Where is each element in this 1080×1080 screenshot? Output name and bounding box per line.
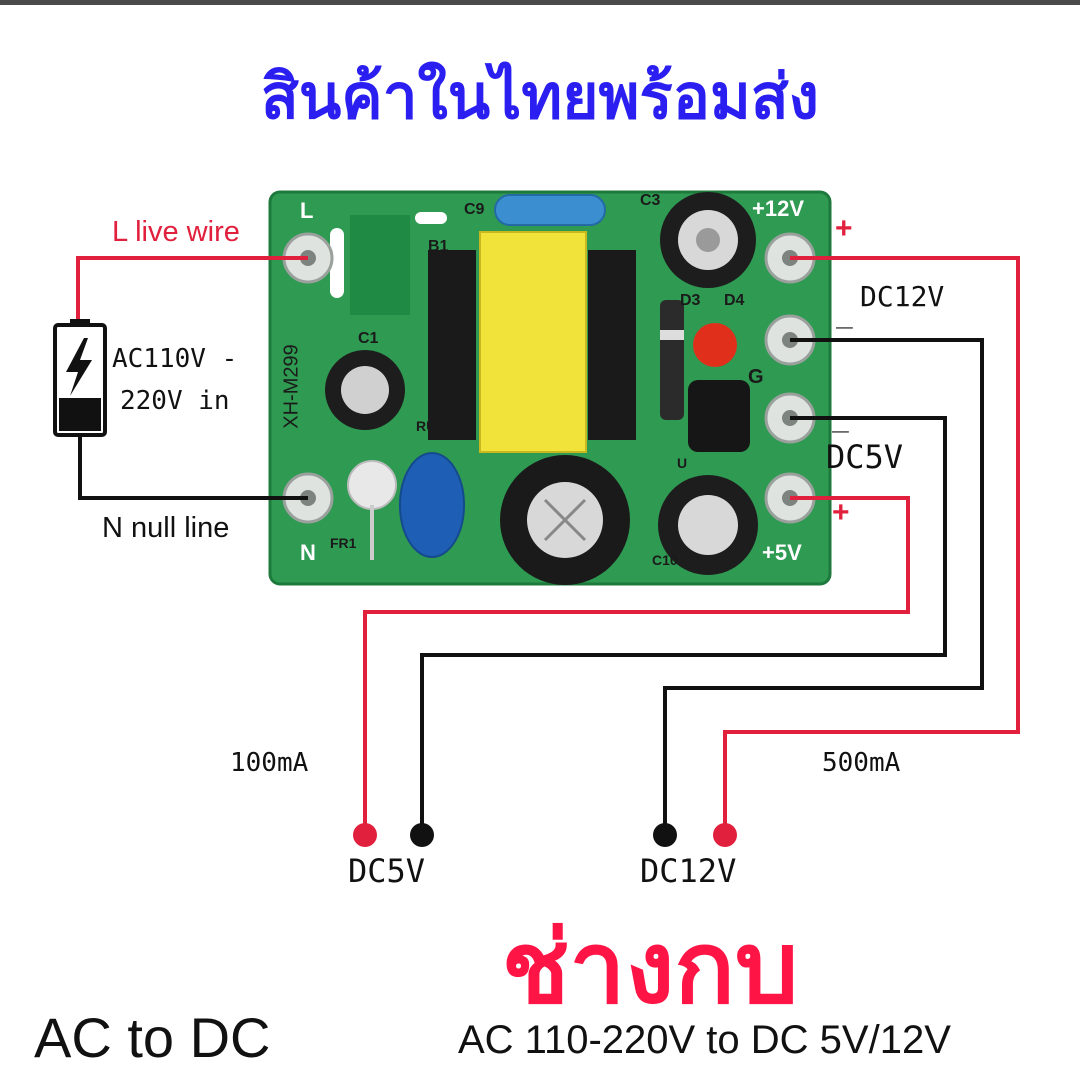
dc12v-terminal-label: DC12V	[860, 280, 945, 313]
silk-c9: C9	[464, 201, 485, 218]
plus-5v-sign: +	[832, 496, 850, 529]
top-border	[0, 0, 1080, 5]
footer-spec: AC 110-220V to DC 5V/12V	[458, 1018, 951, 1062]
current-500ma-label: 500mA	[822, 748, 901, 778]
silk-l: L	[300, 198, 314, 223]
silk-c10: C10	[652, 552, 678, 568]
x-capacitor	[399, 452, 465, 558]
wire-live-red	[76, 256, 308, 322]
wire-12v-plus-red	[723, 256, 1020, 835]
wire-12v-minus-black	[663, 338, 984, 835]
ac-input-label-line2: 220V in	[120, 386, 230, 416]
wire-5v-minus-black	[420, 416, 947, 835]
transformer	[479, 231, 587, 453]
pcb-slot	[415, 212, 447, 224]
output-dc5v-label: DC5V	[348, 852, 426, 890]
silk-model: XH-M299	[280, 344, 303, 429]
silk-c3: C3	[640, 192, 661, 209]
plus-12v-sign: +	[835, 212, 853, 245]
transformer-core-left	[428, 250, 476, 440]
led	[693, 323, 737, 367]
output-dc12v-label: DC12V	[640, 852, 737, 890]
diode	[660, 300, 684, 420]
silk-d4: D4	[724, 292, 745, 309]
silk-c1: C1	[358, 330, 379, 347]
silk-d3: D3	[680, 292, 701, 309]
dc5v-plus-dot	[353, 823, 377, 847]
regulator	[688, 380, 750, 452]
headline: สินค้าในไทยพร้อมส่ง	[261, 60, 819, 133]
dc12v-plus-dot	[713, 823, 737, 847]
c9-capacitor	[494, 194, 606, 226]
dc5v-minus-dot	[410, 823, 434, 847]
brand-name: ช่างกบ	[501, 909, 799, 1026]
silk-fr1: FR1	[330, 535, 357, 551]
transformer-core-right	[588, 250, 636, 440]
wire-null-black	[78, 435, 308, 500]
footer-ac-to-dc: AC to DC	[34, 1006, 271, 1069]
dc12v-minus-dot	[653, 823, 677, 847]
null-line-label: N null line	[102, 512, 230, 544]
ac-input-label-line1: AC110V -	[112, 344, 238, 374]
silk-n: N	[300, 540, 316, 565]
live-wire-label: L live wire	[112, 216, 240, 248]
fuse	[347, 460, 397, 510]
dc5v-terminal-label: DC5V	[826, 438, 904, 476]
silk-g: G	[748, 366, 764, 388]
minus-5v-sign: _	[832, 400, 849, 433]
silk-u: U	[677, 455, 688, 471]
pcb-copper-pad	[350, 215, 410, 315]
minus-12v-sign: _	[836, 296, 853, 329]
silk-plus12v: +12V	[752, 196, 804, 221]
current-100ma-label: 100mA	[230, 748, 309, 778]
silk-plus5v: +5V	[762, 540, 802, 565]
pcb-slot-left	[330, 228, 344, 298]
wire-5v-plus-red	[363, 496, 910, 835]
silk-b1: B1	[428, 238, 449, 255]
silk-ru: RU	[416, 418, 437, 434]
